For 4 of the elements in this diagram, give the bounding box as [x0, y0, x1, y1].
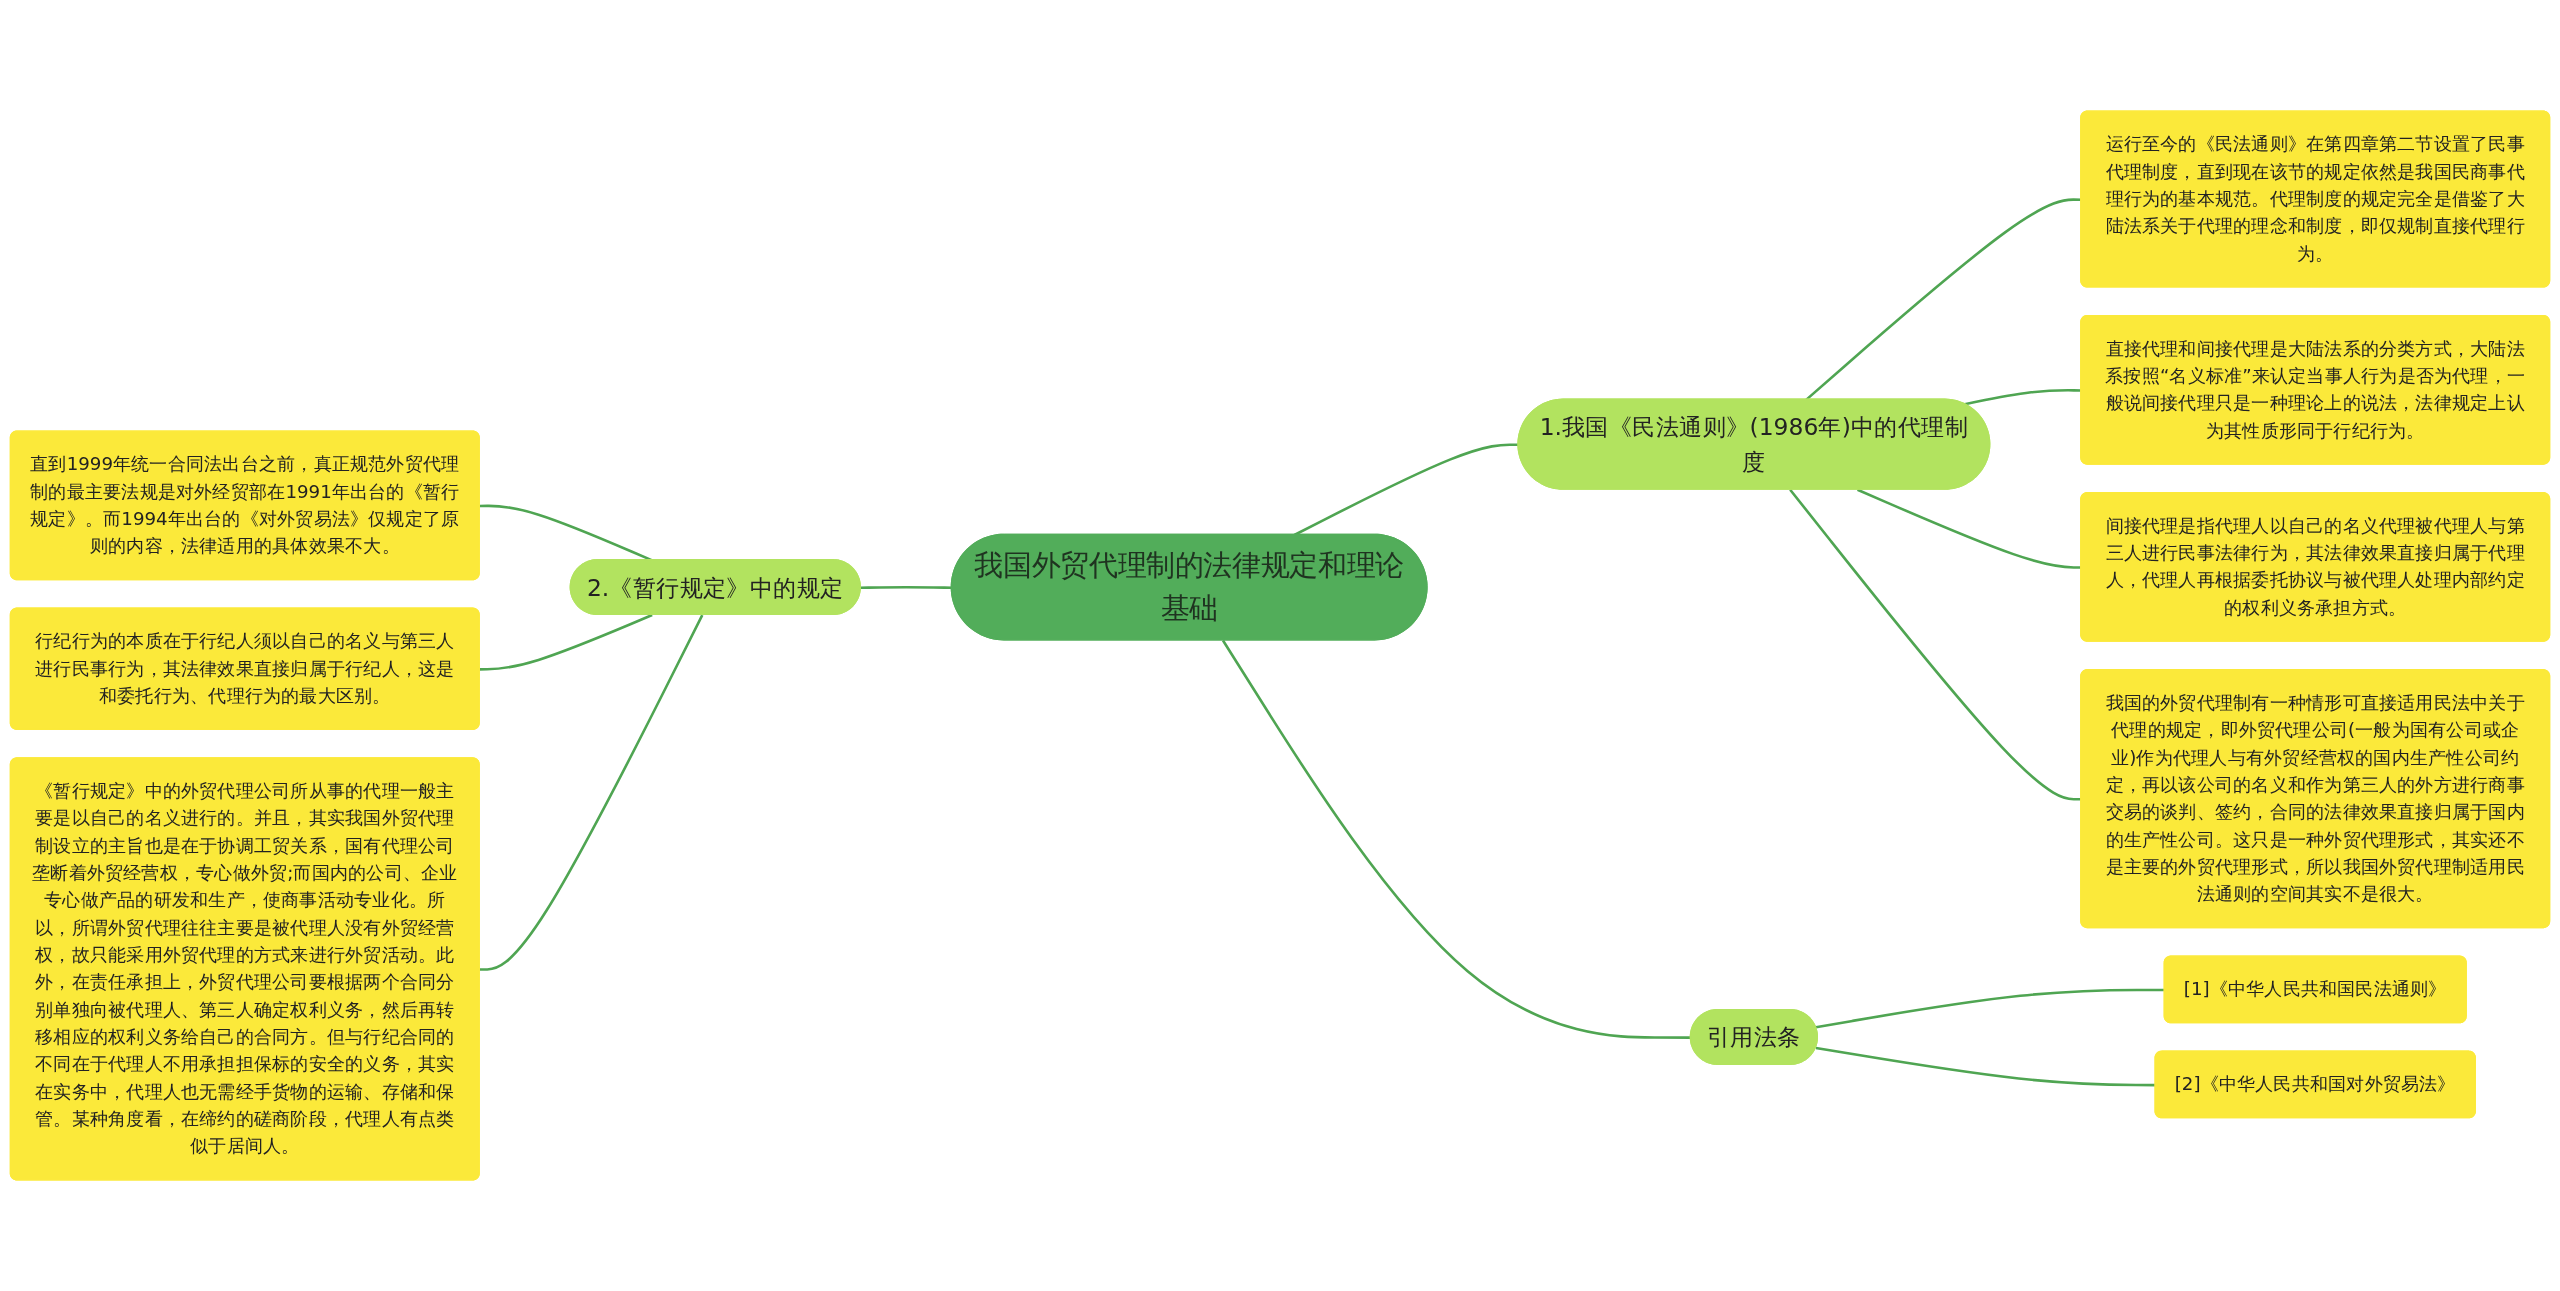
connector	[479, 613, 653, 671]
connector	[1815, 988, 2165, 1029]
connector	[479, 614, 704, 971]
connector	[1815, 1046, 2156, 1087]
